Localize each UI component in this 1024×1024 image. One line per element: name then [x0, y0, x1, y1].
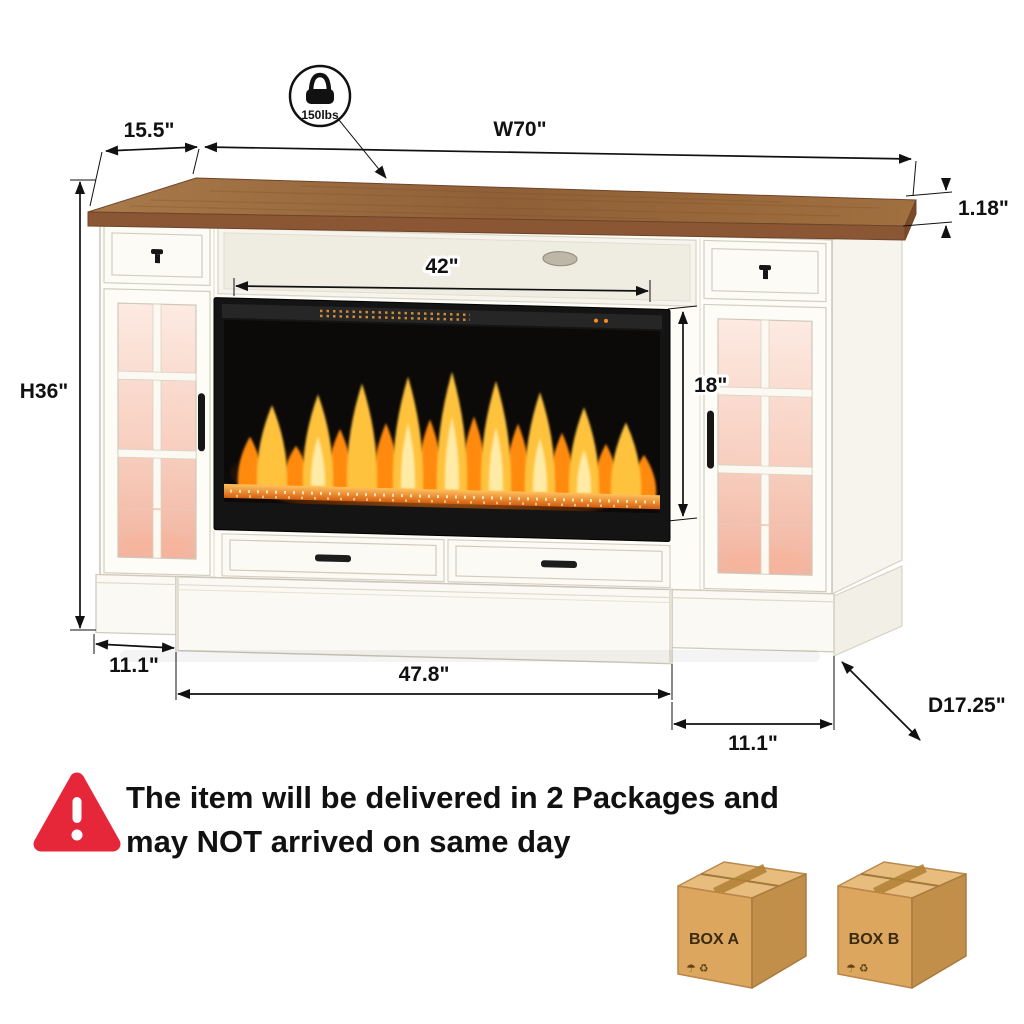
weight-icon [306, 72, 334, 104]
ember-bed [224, 483, 660, 510]
wood-top-end [904, 199, 917, 241]
heater-vent [222, 303, 662, 330]
dimension-annotations: 15.5" W70" 1.18" 42" 18" H36" 11.1" 47.8… [20, 118, 1009, 755]
package-box-b: BOX B ☂ ♻ [837, 861, 967, 989]
left-door-muntin-vertical [152, 303, 162, 559]
box-a-label: BOX A [689, 931, 740, 948]
overall-width-arrow [204, 142, 912, 164]
floor-shadow [120, 650, 820, 662]
left-cabinet [103, 224, 211, 577]
right-cabinet [703, 239, 827, 593]
electric-fireplace [213, 297, 671, 543]
tv-stand-body [95, 219, 835, 665]
wood-top [87, 177, 917, 241]
left-base-arrow [95, 639, 175, 653]
right-door-handle [707, 410, 714, 469]
extension-lines [70, 148, 953, 730]
bottom-drawer-left-handle [315, 554, 351, 563]
fireplace-width-arrow [235, 281, 649, 296]
warning-line-1: The item will be delivered in 2 Packages… [126, 780, 779, 815]
depth-label: D17.25" [928, 694, 1006, 717]
indicator-light [604, 318, 608, 323]
depth-arrow [841, 661, 921, 741]
box-b-label: BOX B [849, 931, 900, 948]
warning-icon [33, 772, 121, 852]
left-door-handle [198, 393, 205, 452]
indicator-light [594, 318, 598, 323]
bottom-drawers [221, 533, 671, 589]
warning-line-2: may NOT arrived on same day [126, 824, 571, 859]
package-box-a: BOX A ☂ ♻ [677, 861, 807, 989]
fireplace-height-label: 18" [694, 374, 727, 397]
weight-label: 150lbs [301, 108, 339, 122]
top-thickness-label: 1.18" [958, 197, 1009, 220]
fireplace-flames [224, 371, 660, 514]
right-drawer-knob [759, 264, 771, 280]
fireplace-width-label: 42" [425, 255, 458, 278]
top-depth-label: 15.5" [124, 119, 175, 142]
overall-width-label: W70" [493, 118, 546, 141]
box-a-care-icons: ☂ ♻ [686, 963, 709, 975]
bottom-drawer-right-handle [541, 560, 577, 569]
right-door-muntin-vertical [760, 319, 770, 575]
top-depth-arrow [105, 142, 198, 156]
right-base-label: 11.1" [728, 732, 778, 755]
weight-capacity-badge: 150lbs [288, 64, 387, 179]
base-plinth [95, 573, 835, 665]
cabinet-right-side-panel [831, 213, 903, 657]
center-base-label: 47.8" [399, 663, 450, 686]
delivery-warning: The item will be delivered in 2 Packages… [33, 772, 779, 859]
box-b-care-icons: ☂ ♻ [846, 963, 869, 975]
overall-height-label: H36" [20, 380, 68, 403]
left-base-label: 11.1" [109, 654, 159, 677]
cable-hole [542, 251, 578, 267]
left-drawer-knob [151, 249, 163, 264]
